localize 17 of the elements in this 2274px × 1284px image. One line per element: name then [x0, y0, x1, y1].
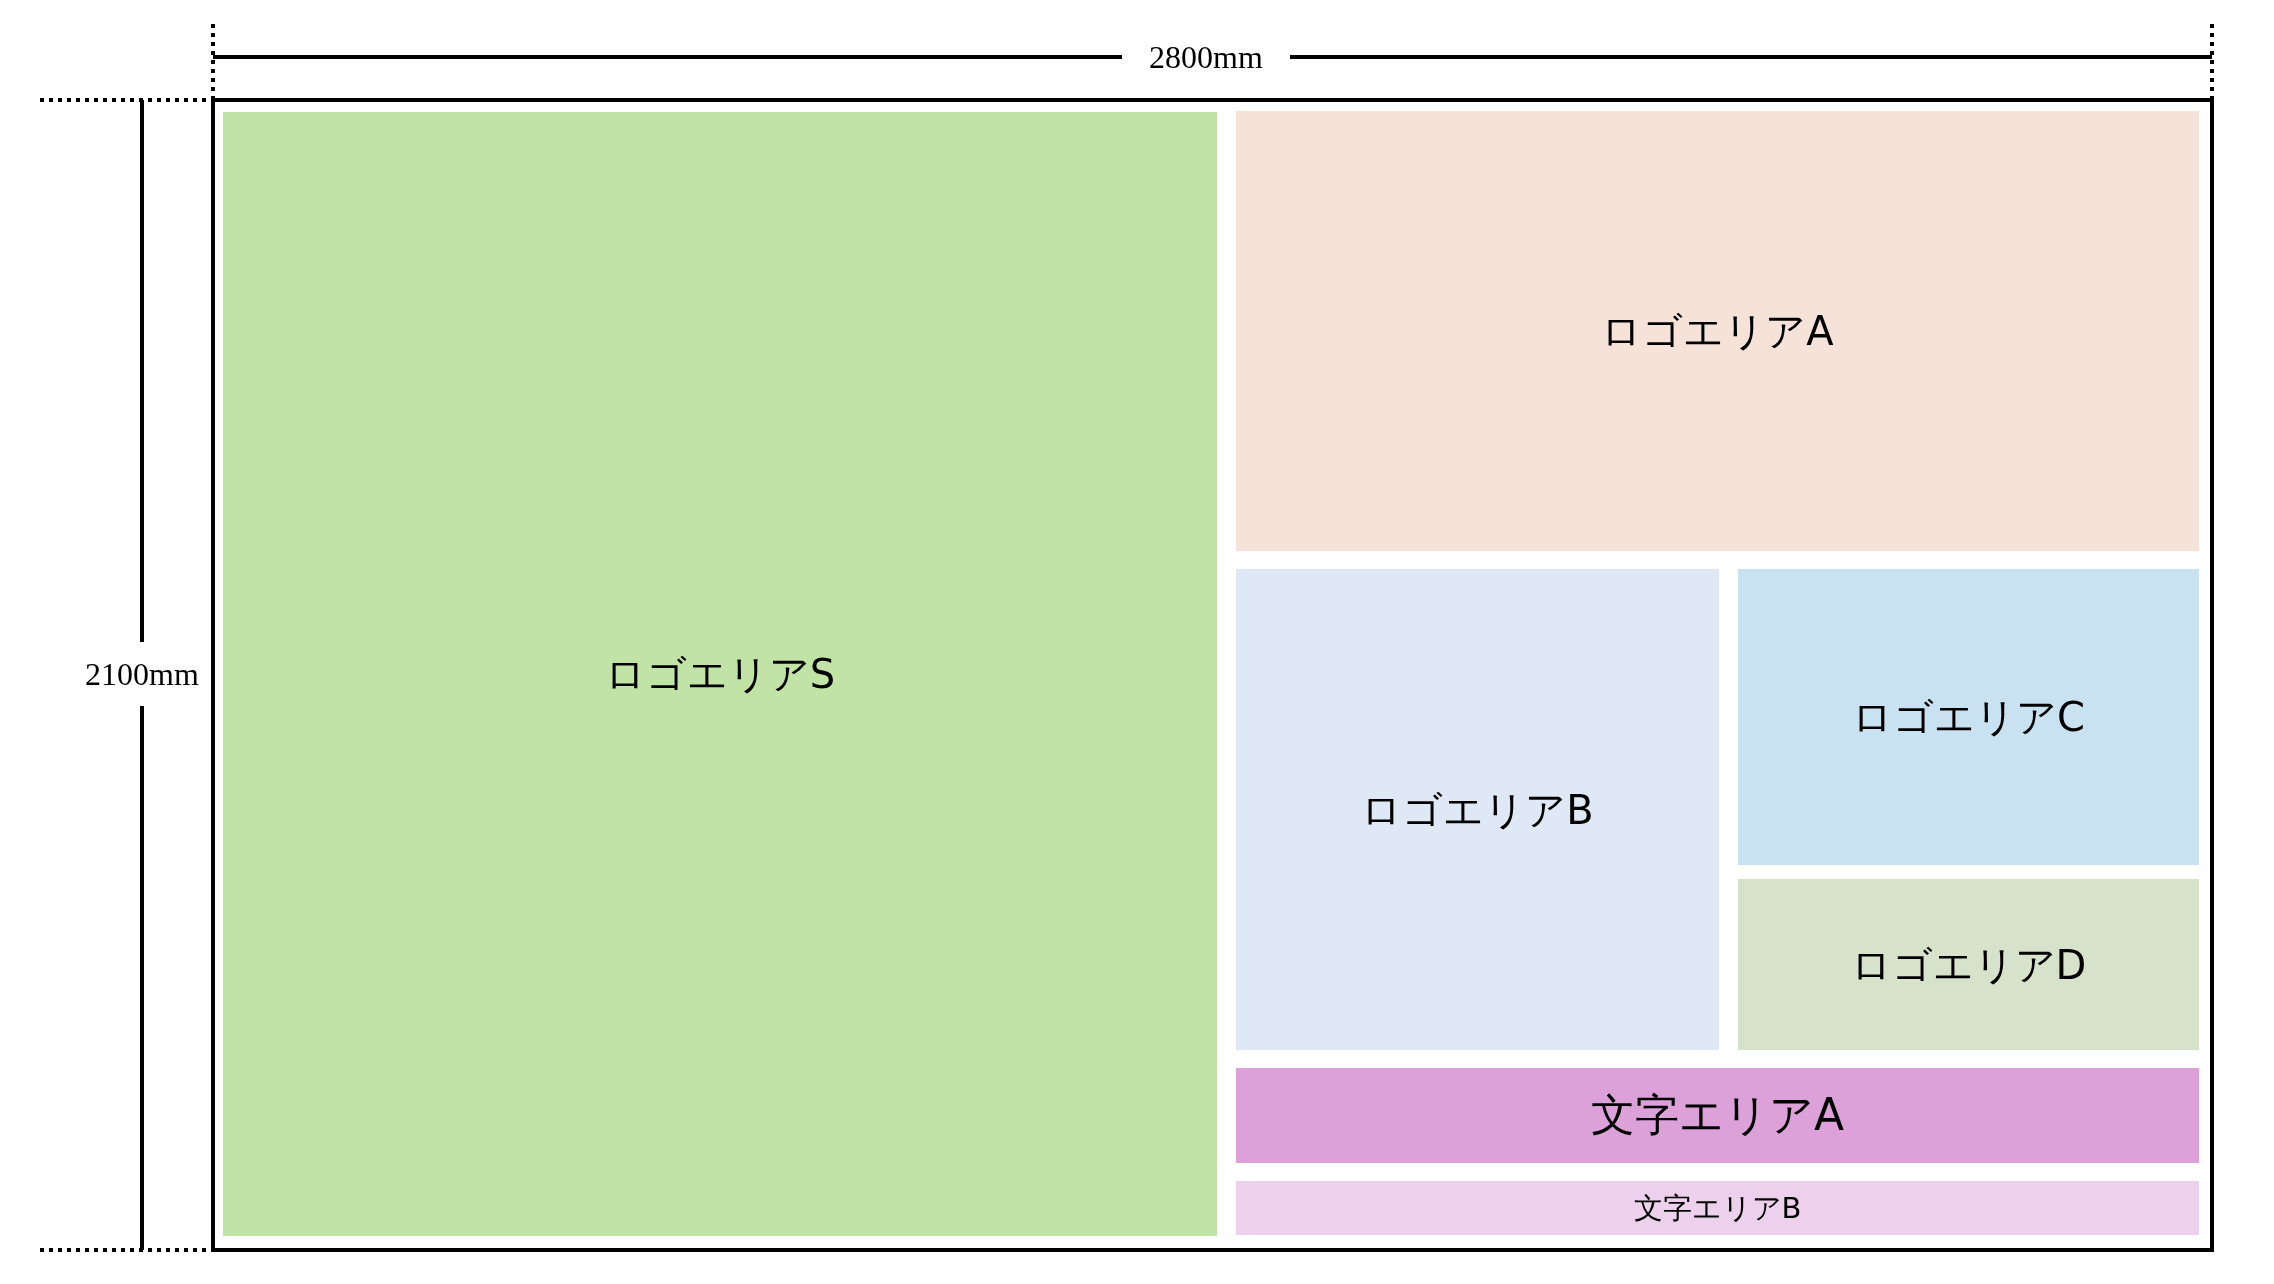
area-panel — [223, 112, 1217, 1236]
area-label: ロゴエリアA — [1601, 307, 1834, 355]
area-panel — [1236, 569, 1719, 1050]
area-label: 文字エリアA — [1590, 1089, 1845, 1142]
area-label: ロゴエリアD — [1850, 940, 2087, 989]
area-panel — [1236, 1068, 2199, 1163]
area-label: 文字エリアB — [1633, 1190, 1802, 1226]
area-label: ロゴエリアC — [1852, 693, 2085, 741]
dimension-label: 2100mm — [85, 658, 199, 690]
area-panel — [1738, 569, 2199, 865]
area-panel — [1236, 111, 2199, 551]
area-label: ロゴエリアB — [1361, 785, 1594, 834]
board-outline — [211, 98, 2214, 1252]
dimension-label: 2800mm — [1149, 41, 1263, 73]
area-panel — [1738, 879, 2199, 1050]
area-panel — [1236, 1181, 2199, 1235]
area-label: ロゴエリアS — [604, 650, 836, 698]
